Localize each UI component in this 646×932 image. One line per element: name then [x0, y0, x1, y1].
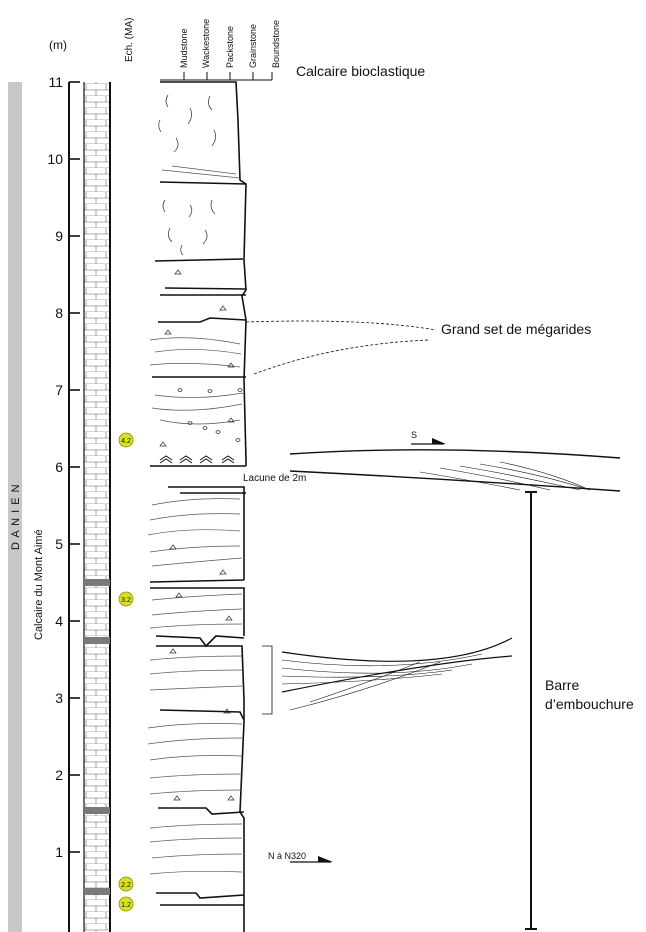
sample-marker-2-2: 2.2 — [118, 876, 134, 892]
cross-lamination — [147, 165, 244, 875]
sample-label: 3.2 — [121, 597, 131, 604]
sample-label: 4.2 — [121, 438, 131, 445]
bed-boundary — [156, 892, 245, 899]
texture-headers: Mudstone Wackestone Packstone Grainstone… — [179, 19, 281, 68]
bed-boundary — [159, 181, 247, 185]
units-label: (m) — [49, 38, 67, 52]
sample-marker-1-2: 1.2 — [118, 896, 134, 912]
upper-dune-lens — [289, 449, 621, 492]
grain-dots — [177, 388, 243, 442]
direction-arrow-south: S — [411, 430, 446, 445]
barre-label-line2: d’embouchure — [545, 696, 634, 712]
bed-boundary — [149, 579, 245, 583]
bed-boundary — [155, 635, 245, 648]
formation-label: Calcaire du Mont Aimé — [33, 529, 45, 640]
bed-boundary — [154, 258, 244, 262]
header-mudstone: Mudstone — [179, 28, 189, 68]
depth-tick-label: 1 — [55, 844, 63, 860]
direction-label-bottom: N à N320 — [268, 851, 306, 861]
marl-band — [84, 807, 110, 814]
stage-label: D A N I E N — [10, 483, 22, 550]
log-profile — [149, 81, 247, 932]
depth-tick-label: 9 — [55, 228, 63, 244]
depth-tick-label: 10 — [47, 151, 63, 167]
depth-tick-label: 8 — [55, 305, 63, 321]
direction-label-top: S — [411, 430, 417, 440]
sample-label: 2.2 — [121, 882, 131, 889]
marl-band — [84, 579, 110, 586]
barre-label-line1: Barre — [545, 677, 579, 693]
lower-cross-bedding — [262, 637, 513, 715]
barre-bracket — [525, 491, 537, 930]
depth-tick-label: 7 — [55, 382, 63, 398]
shell-symbols — [159, 269, 235, 801]
header-packstone: Packstone — [225, 26, 235, 68]
bed-boundary — [158, 317, 247, 323]
bed-outline — [150, 81, 247, 932]
ech-column-label: Ech. (MA) — [124, 18, 135, 62]
marl-band — [84, 637, 110, 644]
header-wackestone: Wackestone — [201, 19, 211, 68]
lacune-label: Lacune de 2m — [243, 473, 306, 484]
depth-axis: 1 2 3 4 5 6 7 8 9 10 11 — [47, 74, 80, 932]
ripple-marks — [159, 455, 235, 464]
depth-ticks: 1 2 3 4 5 6 7 8 9 10 11 — [47, 74, 80, 860]
samples: 4.2 3.2 2.2 1.2 — [118, 432, 134, 912]
depth-tick-label: 2 — [55, 767, 63, 783]
lithology-title: Calcaire bioclastique — [296, 63, 425, 79]
stage-bar — [8, 82, 22, 932]
bioturbation-marks — [158, 94, 216, 256]
bed-boundary — [164, 287, 247, 290]
depth-tick-label: 6 — [55, 459, 63, 475]
header-boundstone: Boundstone — [271, 20, 281, 68]
limestone-column — [83, 82, 111, 932]
bed-boundary — [158, 807, 245, 815]
direction-arrow-north: N à N320 — [268, 851, 333, 863]
bed-boundary — [159, 709, 245, 721]
depth-tick-label: 4 — [55, 613, 63, 629]
texture-scale — [160, 72, 273, 81]
megarides-label: Grand set de mégarides — [441, 321, 591, 337]
megarides-annotation: Grand set de mégarides — [245, 320, 591, 375]
sample-marker-3-2: 3.2 — [118, 591, 134, 607]
sample-marker-4-2: 4.2 — [118, 432, 134, 448]
marl-band — [84, 888, 110, 895]
sample-label: 1.2 — [121, 902, 131, 909]
depth-tick-label: 11 — [48, 74, 63, 90]
header-grainstone: Grainstone — [248, 24, 258, 68]
depth-tick-label: 5 — [55, 536, 63, 552]
depth-tick-label: 3 — [55, 690, 63, 706]
